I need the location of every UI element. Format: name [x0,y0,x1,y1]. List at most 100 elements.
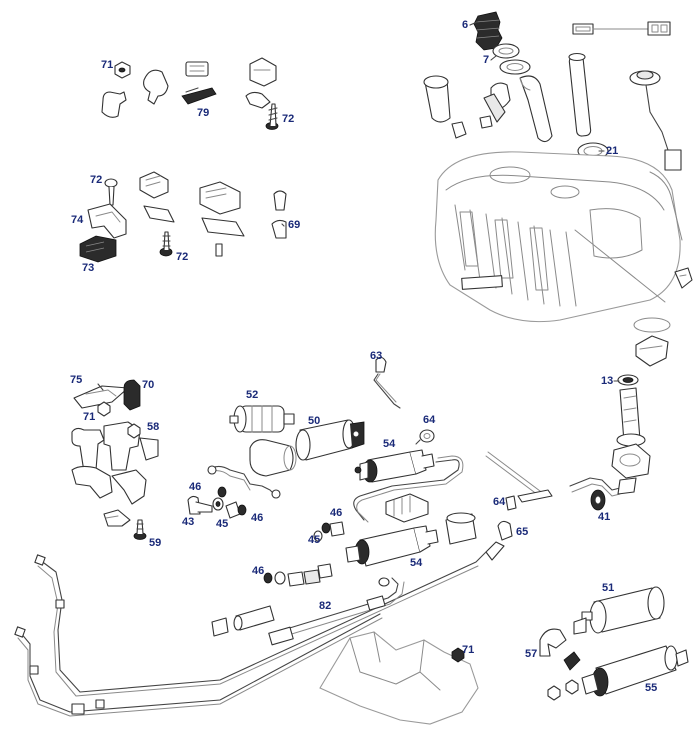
small-nuts-bottom [547,679,579,701]
rubber-boot [473,11,503,51]
callout-79: 79 [197,107,209,119]
grommet-70 [123,379,141,411]
screw-72c [159,231,173,257]
callout-45b: 45 [308,534,320,546]
union-fitting-b [313,521,345,542]
leader-lines [97,21,620,391]
callout-52: 52 [246,389,258,401]
callout-73: 73 [82,262,94,274]
clip-69 [271,190,287,239]
callout-74: 74 [71,214,84,226]
grommet-41 [590,489,606,511]
callout-65: 65 [516,526,528,538]
bracket-75 [73,385,129,409]
clip-bracket-59-area [103,509,131,527]
bracket-clip-a [101,91,127,118]
connector-plug [572,21,671,36]
screw-59 [133,519,147,540]
callout-labels: 6 7 21 71 79 72 72 74 73 72 69 63 13 75 … [70,19,657,694]
callout-58: 58 [147,421,159,433]
screw-72b [104,178,118,206]
rear-fuel-line [485,451,621,503]
callout-82: 82 [319,600,331,612]
washer-45a [212,497,224,511]
cable-clip-d [139,171,175,223]
cable-clip-79 [181,61,217,105]
screw-72a [265,103,279,130]
callout-46c: 46 [330,507,342,519]
fuel-line-82 [268,577,405,646]
callout-45a: 45 [216,518,228,530]
bracket-clip-c [245,57,277,109]
callout-64b: 64 [493,496,506,508]
fuel-filter-housing [249,439,297,477]
callout-71a: 71 [101,59,113,71]
callout-72c: 72 [176,251,188,263]
callout-13: 13 [601,375,613,387]
fitting-small [317,563,333,579]
callout-72b: 72 [90,174,102,186]
callout-46d: 46 [252,565,264,577]
callout-46b: 46 [251,512,263,524]
callout-21: 21 [606,145,618,157]
fuel-filter-52 [229,405,295,433]
callout-75: 75 [70,374,82,386]
nut-71 [114,61,131,79]
callout-69: 69 [288,219,300,231]
distributor-block [385,493,429,523]
rubber-hose-b [233,605,275,631]
callout-51: 51 [602,582,614,594]
callout-54a: 54 [383,438,396,450]
fuel-pump-sender-13 [611,374,651,495]
nut-71c [451,647,465,663]
hanger-brackets [71,421,159,505]
hose-65 [485,520,513,561]
callout-43: 43 [182,516,194,528]
callout-71c: 71 [462,644,474,656]
fuel-pump-54a [354,449,435,483]
callout-57: 57 [525,648,537,660]
callout-64a: 64 [423,414,436,426]
long-fuel-lines [14,551,487,717]
callout-59: 59 [149,537,161,549]
bracket-74 [87,203,127,239]
callout-6: 6 [462,19,468,31]
bracket-clip-b [143,69,169,105]
cable-clip-e [199,181,245,257]
fuel-filter-51 [581,586,665,634]
hose-clamp-64a [415,429,435,445]
pipe-63 [373,356,401,409]
callout-71b: 71 [83,411,95,423]
hose-57 [539,617,587,671]
heat-shield [319,631,479,725]
callout-7: 7 [483,54,489,66]
washer-46c [263,569,321,587]
callout-50: 50 [308,415,320,427]
fuel-pump-55 [581,645,689,697]
fuel-tank [434,151,683,323]
callout-55: 55 [645,682,657,694]
nut-71b [97,401,111,417]
callout-70: 70 [142,379,154,391]
rubber-sleeve [445,512,477,545]
union-fitting-a [225,501,247,519]
hose-clamp-64b [505,495,517,511]
small-fuel-line [207,465,281,499]
callout-72a: 72 [282,113,294,125]
fuel-pump-54b [345,525,439,567]
fuel-level-sender [568,52,682,171]
callout-46a: 46 [189,481,201,493]
tank-strap-parts [633,267,693,367]
filler-neck-assembly [423,59,553,143]
banjo-bolt-43 [187,495,213,515]
washer-46a [217,486,227,498]
sealing-ring [492,43,520,59]
clamp-c [211,617,229,637]
fuel-pump-50 [295,419,365,461]
pad-73 [79,235,117,263]
fuel-line-right [353,455,464,523]
callout-54b: 54 [410,557,423,569]
callout-63: 63 [370,350,382,362]
nut-58 [127,423,141,439]
